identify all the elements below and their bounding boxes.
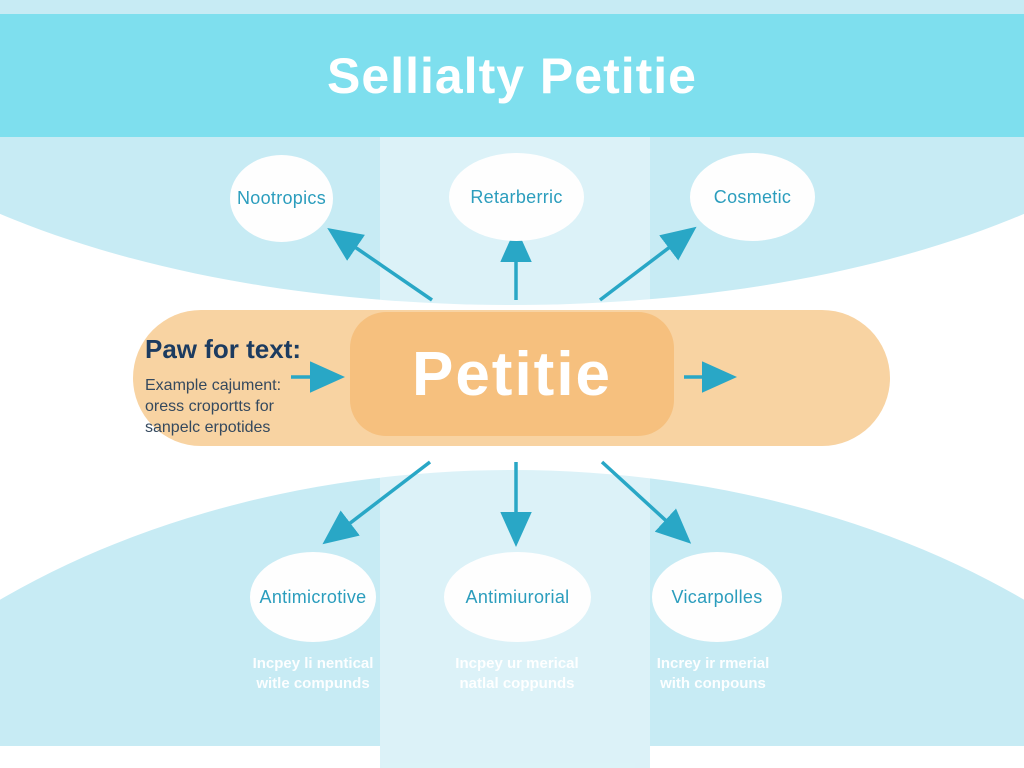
bottom-node-subtext: Incpey ur merical natlal coppunds <box>417 654 617 694</box>
bottom-white-strip-left <box>0 746 380 768</box>
bottom-white-strip-right <box>650 746 1024 768</box>
center-node: Petitie <box>350 312 674 436</box>
bottom-node-vicarpolles: Vicarpolles <box>652 552 782 642</box>
subtext-line: with conpouns <box>660 675 766 692</box>
bottom-node-antimicrotive: Antimicrotive <box>250 552 376 642</box>
note-line: Example cajument: <box>145 377 282 394</box>
arrow-up-right <box>598 226 697 302</box>
center-node-label: Petitie <box>411 339 613 409</box>
subtext-line: Incpey ur merical <box>455 655 579 672</box>
top-node-label: Cosmetic <box>713 186 792 207</box>
subtext-line: natlal coppunds <box>459 675 575 692</box>
arrow-down-right <box>600 460 692 544</box>
header-band: Sellialty Petitie <box>0 14 1024 137</box>
subtext-line: Incpey li nentical <box>252 655 374 672</box>
page-title: Sellialty Petitie <box>327 47 697 104</box>
left-note: Paw for text: Example cajument: oress cr… <box>145 334 335 438</box>
note-line: sanpelc erpotides <box>145 419 271 436</box>
top-node-cosmetic: Cosmetic <box>690 153 815 241</box>
subtext-line: Increy ir rmerial <box>656 655 770 672</box>
bottom-node-subtext: Increy ir rmerial with conpouns <box>613 654 813 694</box>
arrow-down-left <box>322 460 432 545</box>
arrow-up-left <box>327 228 433 302</box>
top-node-retarberric: Retarberric <box>449 153 584 241</box>
bottom-node-label: Antimiurorial <box>465 586 570 607</box>
bottom-node-subtext: Incpey li nentical witle compunds <box>213 654 413 694</box>
top-node-label: Retarberric <box>470 186 563 207</box>
subtext-line: witle compunds <box>256 675 370 692</box>
bottom-node-label: Antimicrotive <box>259 586 367 607</box>
note-heading: Paw for text: <box>145 334 302 364</box>
top-node-label: Nootropics <box>236 188 327 208</box>
bottom-node-antimiurorial: Antimiurorial <box>444 552 591 642</box>
bottom-node-label: Vicarpolles <box>671 586 763 607</box>
note-line: oress croportts for <box>145 398 274 415</box>
top-node-nootropics: Nootropics <box>230 155 333 242</box>
